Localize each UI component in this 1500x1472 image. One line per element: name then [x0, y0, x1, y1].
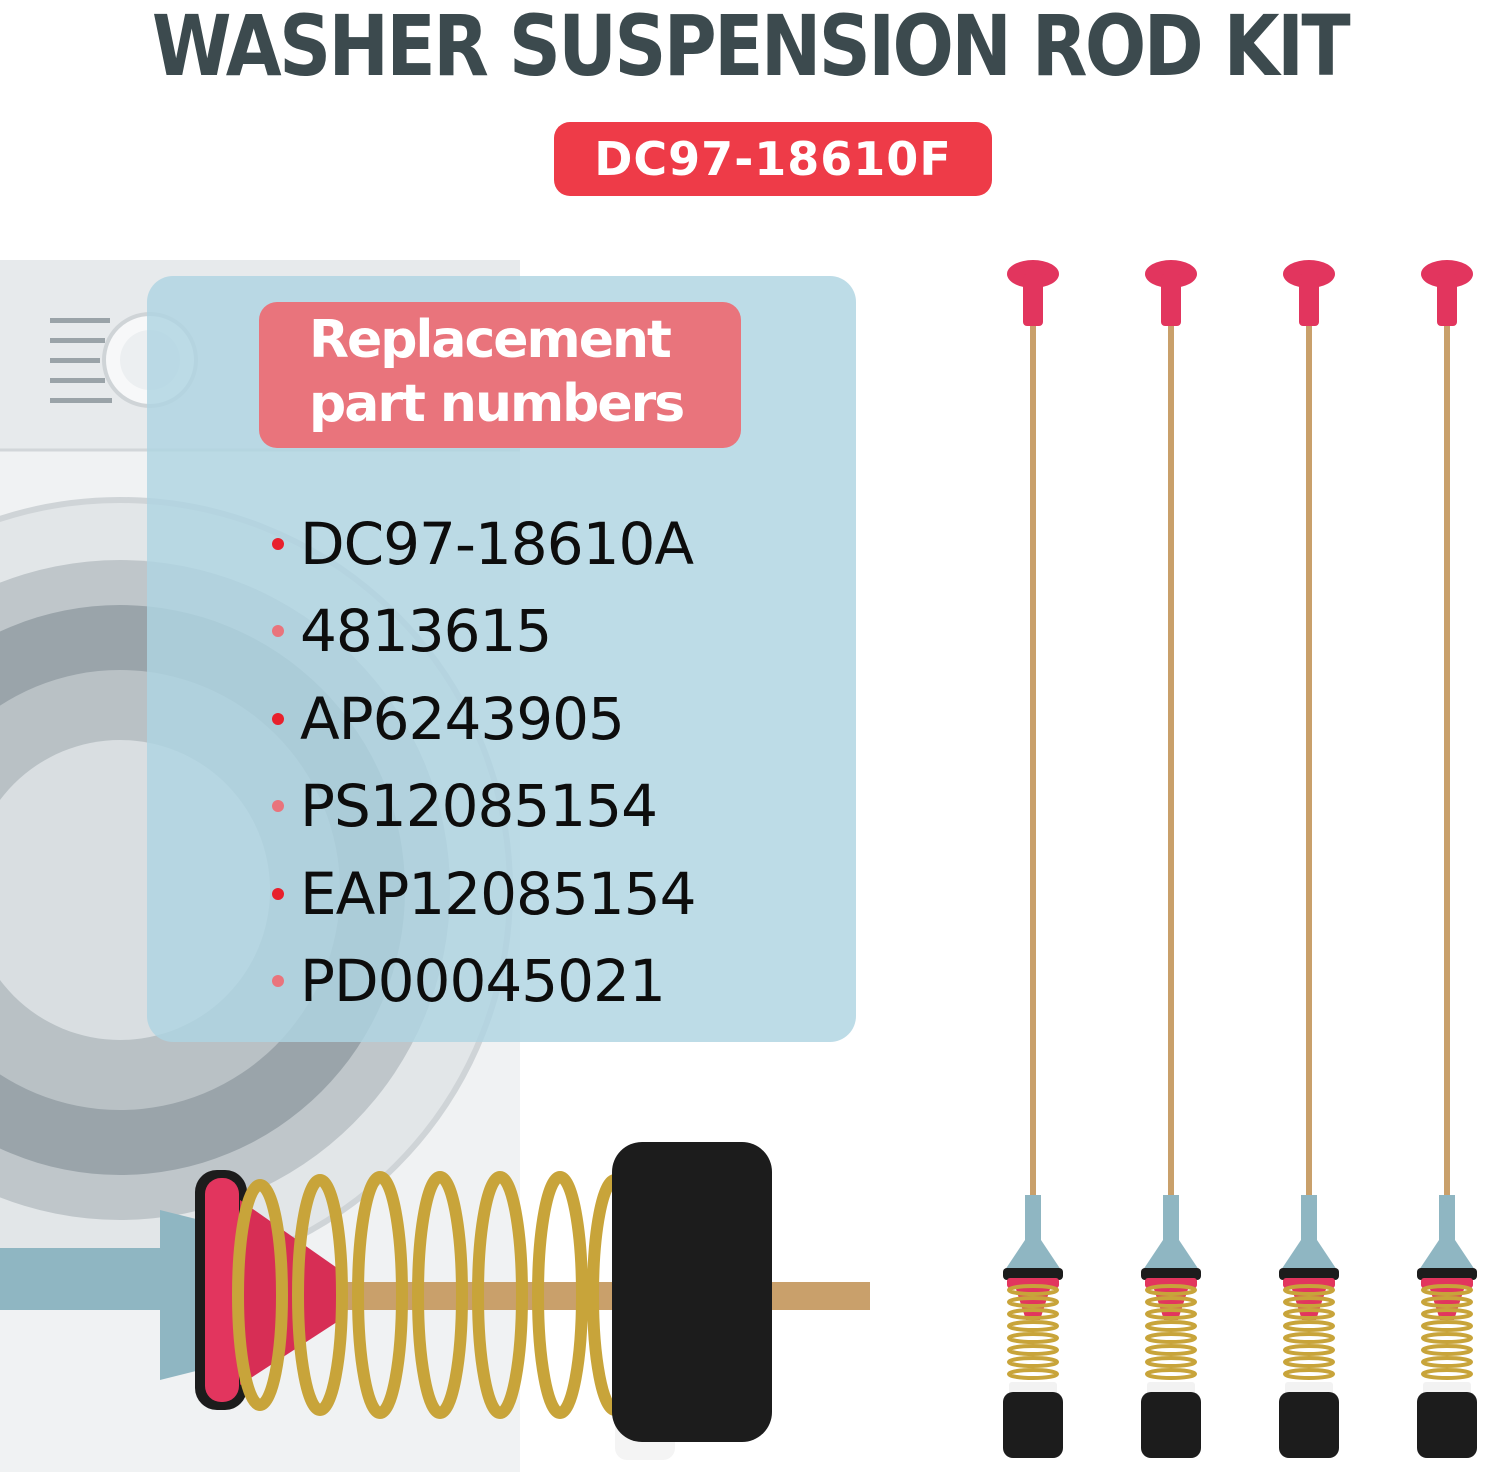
bullet-icon — [272, 800, 284, 813]
part-number-item: PS12085154 — [272, 763, 696, 851]
bullet-icon — [272, 625, 284, 638]
rod-damper — [1279, 1392, 1339, 1458]
rod-spring-coil — [1007, 1308, 1059, 1320]
part-number-item: EAP12085154 — [272, 850, 697, 938]
rod-cap-stem — [1299, 274, 1319, 326]
part-number-item: DC97-18610A — [272, 500, 696, 588]
panel-heading: Replacement part numbers — [259, 302, 741, 448]
rod-shaft — [1306, 326, 1312, 1206]
bullet-icon — [272, 887, 284, 900]
rod-spring-coil — [1283, 1308, 1335, 1320]
rod-spring-coil — [1007, 1332, 1059, 1344]
control-labels — [50, 318, 112, 403]
rod-spring-coil — [1421, 1344, 1473, 1356]
suspension-rod — [1003, 260, 1063, 1458]
rod-spring-coil — [1421, 1296, 1473, 1308]
rod-spring-coil — [1007, 1296, 1059, 1308]
rod-spring-coil — [1421, 1332, 1473, 1344]
closeup-rod-base — [0, 1248, 180, 1310]
rod-cap-stem — [1023, 274, 1043, 326]
part-number-item: 4813615 — [272, 588, 696, 676]
rod-base-cone — [1281, 1240, 1337, 1270]
part-number-list: DC97-18610A 4813615 AP6243905 PS12085154… — [272, 500, 697, 1026]
rod-shaft — [1168, 326, 1174, 1206]
rod-shaft — [1444, 326, 1450, 1206]
rod-cap-stem — [1161, 274, 1181, 326]
rod-spring-coil — [1421, 1320, 1473, 1332]
rod-cup-cone — [1291, 1286, 1327, 1320]
rod-damper — [1141, 1392, 1201, 1458]
suspension-rod — [1279, 260, 1339, 1458]
rod-spring-coil — [1421, 1284, 1473, 1296]
rod-damper — [1003, 1392, 1063, 1458]
rod-base-cone — [1419, 1240, 1475, 1270]
rod-damper — [1417, 1392, 1477, 1458]
rod-cap-stem — [1437, 274, 1457, 326]
rod-spring-coil — [1283, 1332, 1335, 1344]
bullet-icon — [272, 537, 284, 550]
rod-spring-coil — [1145, 1308, 1197, 1320]
suspension-rod — [1417, 260, 1477, 1458]
rod-spring-coil — [1145, 1320, 1197, 1332]
rod-spring-coil — [1145, 1296, 1197, 1308]
rod-base-cone — [1005, 1240, 1061, 1270]
rod-base-neck — [1025, 1195, 1041, 1245]
rod-base-neck — [1439, 1195, 1455, 1245]
rod-cup-cone — [1153, 1286, 1189, 1320]
rod-base-cone — [1143, 1240, 1199, 1270]
page-title: WASHER SUSPENSION ROD KIT — [151, 0, 1351, 95]
rod-cup-cone — [1429, 1286, 1465, 1320]
rod-spring-coil — [1283, 1356, 1335, 1368]
rod-spring-coil — [1283, 1368, 1335, 1380]
rod-spring-coil — [1007, 1344, 1059, 1356]
bullet-icon — [272, 975, 284, 988]
rod-spring-coil — [1007, 1368, 1059, 1380]
rod-spring-coil — [1283, 1344, 1335, 1356]
suspension-rods — [1003, 260, 1477, 1458]
rod-spring-coil — [1145, 1356, 1197, 1368]
rod-spring-coil — [1145, 1284, 1197, 1296]
suspension-rod — [1141, 260, 1201, 1458]
rod-spring-coil — [1283, 1296, 1335, 1308]
model-number-badge: DC97-18610F — [554, 122, 992, 196]
rod-ring — [1003, 1268, 1063, 1280]
rod-spring-coil — [1421, 1368, 1473, 1380]
rod-base-neck — [1163, 1195, 1179, 1245]
rod-base-neck — [1301, 1195, 1317, 1245]
rod-spring-coil — [1145, 1332, 1197, 1344]
rod-cup-cone — [1015, 1286, 1051, 1320]
rod-spring-coil — [1145, 1344, 1197, 1356]
rod-spring-coil — [1007, 1356, 1059, 1368]
closeup-damper — [612, 1142, 772, 1442]
rod-closeup — [0, 1142, 870, 1460]
rod-ring — [1141, 1268, 1201, 1280]
rod-spring-coil — [1283, 1320, 1335, 1332]
rod-spring-coil — [1007, 1284, 1059, 1296]
rod-spring-coil — [1007, 1320, 1059, 1332]
rod-shaft — [1030, 326, 1036, 1206]
rod-ring — [1279, 1268, 1339, 1280]
rod-spring-coil — [1283, 1284, 1335, 1296]
bullet-icon — [272, 712, 284, 725]
rod-spring-coil — [1421, 1356, 1473, 1368]
rod-ring — [1417, 1268, 1477, 1280]
rod-spring-coil — [1145, 1368, 1197, 1380]
rod-spring-coil — [1421, 1308, 1473, 1320]
part-number-item: PD00045021 — [272, 938, 696, 1026]
part-number-item: AP6243905 — [272, 675, 696, 763]
